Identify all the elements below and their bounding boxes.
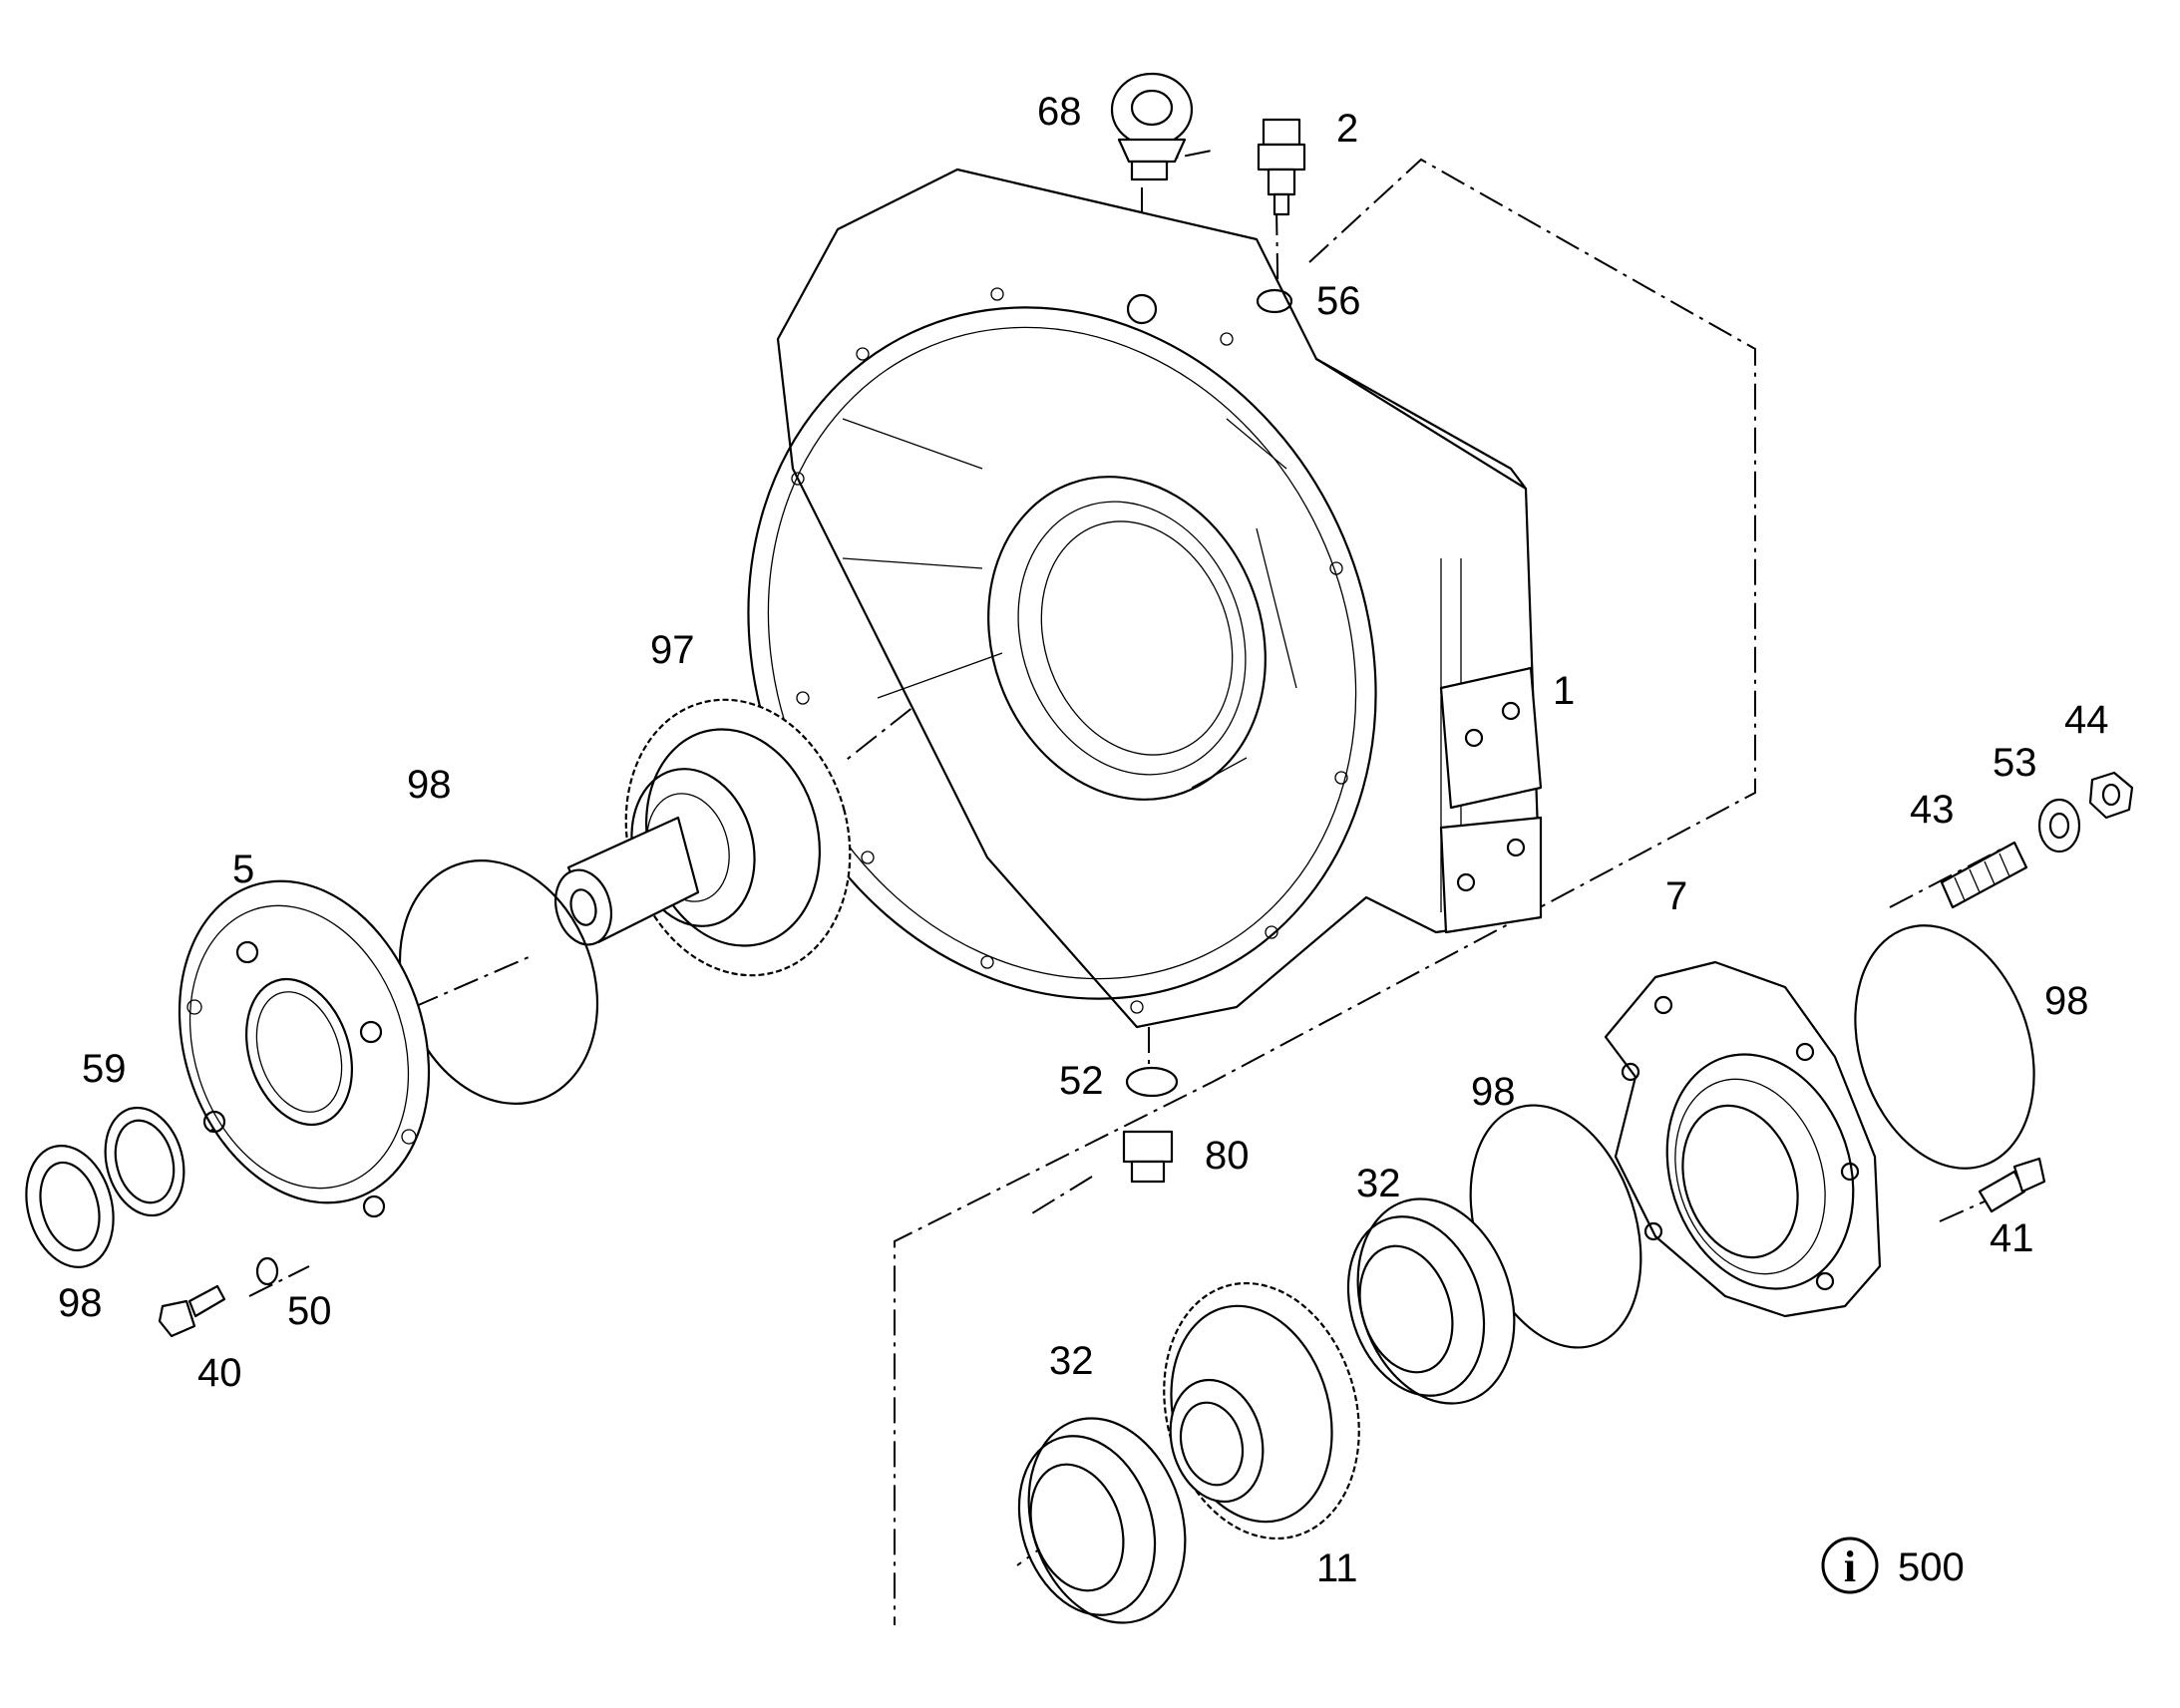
svg-text:i: i [1844, 1542, 1856, 1591]
callout-7: 7 [1665, 874, 1687, 918]
callout-98-ring: 98 [407, 763, 452, 807]
bearing-part-32-lower [1017, 1417, 1187, 1624]
eye-bolt-part-68 [1110, 72, 1194, 181]
callout-56: 56 [1316, 279, 1361, 323]
callout-80: 80 [1205, 1134, 1250, 1178]
callout-1: 1 [1553, 669, 1575, 713]
info-number: 500 [1898, 1545, 1965, 1589]
callout-11: 11 [1316, 1546, 1358, 1590]
seal-part-98-left [25, 1145, 115, 1268]
callout-2: 2 [1336, 107, 1358, 151]
callout-59: 59 [82, 1047, 127, 1091]
bolt-part-41 [1978, 1157, 2046, 1213]
gear-shaft-part-97 [554, 698, 852, 977]
callout-98-right: 98 [2044, 979, 2089, 1023]
callout-98-lower: 98 [1471, 1070, 1516, 1114]
callout-41: 41 [1990, 1216, 2034, 1260]
bolt-part-40 [158, 1284, 226, 1338]
o-ring-part-56 [1256, 288, 1293, 314]
breather-part-2 [1257, 118, 1306, 216]
callout-32-upper: 32 [1356, 1162, 1401, 1205]
plug-part-80 [1122, 1130, 1174, 1184]
stud-part-43 [1940, 841, 2028, 909]
shim-part-59 [104, 1106, 185, 1217]
callout-43: 43 [1910, 788, 1955, 832]
callout-50: 50 [287, 1289, 332, 1333]
washer-part-53 [2037, 798, 2081, 854]
info-icon: i [1821, 1537, 1879, 1594]
callout-40: 40 [197, 1351, 242, 1395]
housing-part-1 [747, 168, 1543, 1029]
nut-part-44 [2088, 771, 2134, 820]
bearing-part-32-upper [1346, 1197, 1516, 1405]
callout-52: 52 [1059, 1059, 1104, 1103]
callout-97: 97 [650, 628, 695, 672]
o-ring-part-98-right [1854, 924, 2035, 1170]
o-ring-part-52 [1125, 1066, 1179, 1098]
callout-68: 68 [1037, 90, 1082, 134]
callout-5: 5 [232, 848, 254, 891]
gear-part-11 [1163, 1281, 1360, 1540]
callout-98-seal: 98 [58, 1281, 103, 1325]
callout-labels: 68 2 56 97 1 98 5 59 98 40 50 52 80 44 5… [58, 90, 2109, 1590]
bearing-cover-part-7 [1604, 960, 1882, 1318]
callout-32-lower: 32 [1049, 1339, 1094, 1383]
washer-part-50 [255, 1256, 279, 1286]
callout-44: 44 [2064, 698, 2109, 742]
cover-plate-part-5 [178, 879, 431, 1218]
callout-53: 53 [1993, 741, 2037, 785]
